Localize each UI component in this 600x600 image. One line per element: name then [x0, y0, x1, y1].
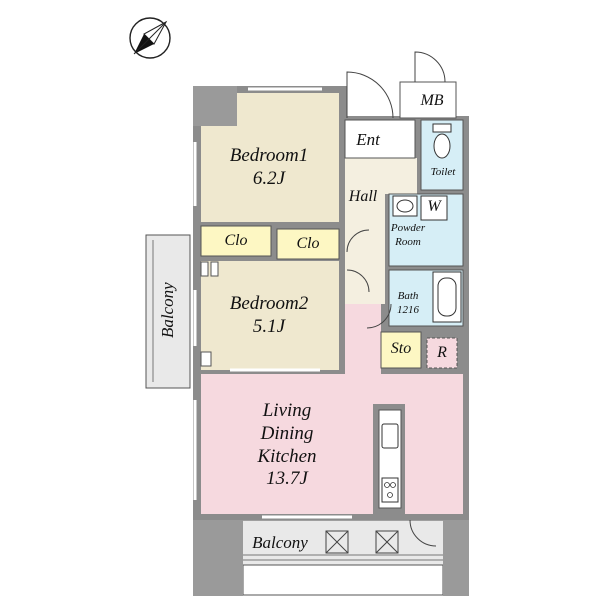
- bedroom2-name: Bedroom2: [229, 293, 309, 314]
- toilet-icon: [432, 123, 452, 159]
- bedroom1-label: Bedroom1 6.2J: [214, 145, 324, 191]
- ldk-line-4: 13.7J: [266, 468, 308, 490]
- bedroom2-label: Bedroom2 5.1J: [214, 293, 324, 339]
- entrance-label: Ent: [356, 130, 380, 149]
- entrance-area: [344, 119, 416, 159]
- closet1-area: [200, 225, 272, 257]
- sink-icon: [381, 423, 399, 449]
- bath-label: Bath 1216: [388, 290, 428, 318]
- balcony-side-label: Balcony: [157, 282, 177, 339]
- pillar: [210, 261, 219, 277]
- north-arrow-icon: [129, 17, 171, 59]
- bedroom2-area: [201, 261, 339, 370]
- powder-line-2: Room: [395, 235, 421, 248]
- ac-unit-icon: [375, 530, 399, 554]
- mb-label: MB: [420, 92, 444, 109]
- fridge-area: [426, 337, 458, 369]
- pillar: [200, 261, 209, 277]
- storage-label: Sto: [390, 340, 412, 357]
- closet2-area: [276, 228, 340, 260]
- bedroom2-size: 5.1J: [252, 315, 286, 337]
- bath-line-2: 1216: [397, 303, 419, 316]
- powder-room-label: Powder Room: [383, 222, 433, 250]
- powder-line-1: Powder: [390, 222, 426, 234]
- bedroom1-name: Bedroom1: [229, 145, 309, 166]
- closet2-label: Clo: [296, 235, 320, 252]
- toilet-label: Toilet: [430, 166, 456, 178]
- bathtub-icon: [432, 271, 462, 323]
- bedroom1-size: 6.2J: [252, 167, 286, 189]
- stove-icon: [381, 477, 399, 503]
- bath-line-1: Bath: [397, 290, 419, 302]
- storage-area: [380, 331, 422, 369]
- balcony-bottom-label: Balcony: [252, 533, 308, 552]
- pillar: [193, 520, 243, 596]
- pillar: [193, 86, 237, 126]
- pillar: [443, 520, 469, 596]
- ac-unit-icon: [325, 530, 349, 554]
- fridge-label: R: [437, 344, 447, 361]
- ldk-area: [201, 374, 463, 514]
- hall-label: Hall: [348, 188, 378, 205]
- washbasin-icon: [392, 195, 418, 217]
- closet1-label: Clo: [224, 232, 248, 249]
- washer-label: W: [427, 198, 441, 215]
- door: [346, 51, 446, 547]
- pillar: [200, 351, 212, 367]
- washer-icon: [420, 195, 448, 221]
- ldk-label: Living Dining Kitchen 13.7J: [232, 400, 342, 491]
- ldk-line-2: Dining: [260, 422, 314, 444]
- ldk-line-1: Living: [262, 400, 312, 421]
- ldk-line-3: Kitchen: [257, 445, 317, 467]
